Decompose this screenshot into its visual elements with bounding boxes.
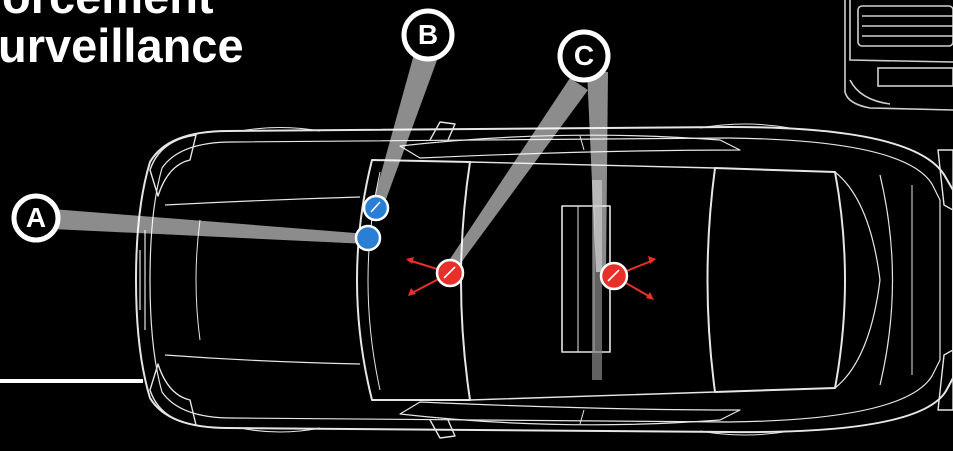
light-devices	[406, 256, 656, 300]
antenna-rail	[592, 180, 602, 380]
background-vehicle	[844, 0, 953, 111]
red-light-right	[599, 256, 656, 300]
marker-a-circle	[11, 193, 61, 243]
marker-a-label: A	[25, 202, 47, 233]
camera-icon-upper	[362, 194, 390, 222]
car-outline	[135, 121, 953, 439]
marker-c-label: C	[573, 40, 595, 71]
beam-c-left	[444, 78, 588, 275]
callout-beams	[52, 47, 608, 275]
marker-b-label: B	[417, 19, 439, 50]
beam-b	[372, 47, 440, 213]
beam-a	[52, 209, 368, 244]
headline-line-1: orcement	[2, 0, 214, 20]
red-light-left	[406, 257, 465, 296]
headline-line-2: urveillance	[0, 19, 244, 72]
callout-markers	[11, 8, 611, 243]
rear-window	[706, 167, 846, 393]
camera-devices	[354, 194, 390, 252]
marker-b-circle	[401, 8, 455, 62]
beam-c-right	[587, 70, 608, 272]
camera-icon-lower	[354, 224, 382, 252]
marker-c-circle	[557, 29, 611, 83]
